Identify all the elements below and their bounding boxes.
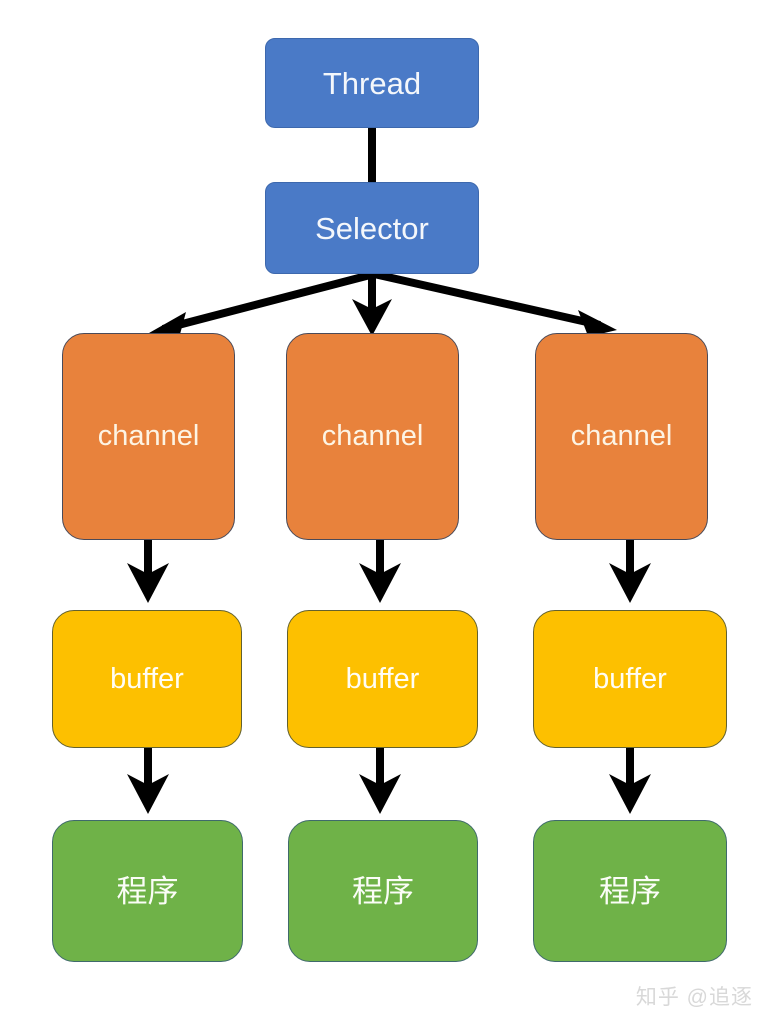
node-selector-label: Selector <box>315 210 429 246</box>
connector-buffer-2-to-program-2 <box>359 748 401 814</box>
node-program-2-label: 程序 <box>352 873 414 909</box>
node-buffer-3[interactable]: buffer <box>533 610 727 748</box>
node-channel-3[interactable]: channel <box>535 333 708 540</box>
node-buffer-1-label: buffer <box>110 662 184 695</box>
node-channel-3-label: channel <box>570 420 673 452</box>
node-program-2[interactable]: 程序 <box>288 820 478 962</box>
node-program-3[interactable]: 程序 <box>533 820 727 962</box>
connector-selector-to-channel-3 <box>373 270 617 341</box>
node-program-3-label: 程序 <box>599 873 661 909</box>
watermark: 知乎 @追逐 <box>635 986 753 1009</box>
node-buffer-2[interactable]: buffer <box>287 610 478 748</box>
node-thread[interactable]: Thread <box>265 38 479 128</box>
node-program-1[interactable]: 程序 <box>52 820 243 962</box>
connector-channel-1-to-buffer-1 <box>127 540 169 603</box>
connector-buffer-3-to-program-3 <box>609 748 651 814</box>
node-channel-2[interactable]: channel <box>286 333 459 540</box>
node-buffer-2-label: buffer <box>345 662 420 695</box>
node-buffer-3-label: buffer <box>593 662 667 695</box>
node-channel-2-label: channel <box>321 420 424 452</box>
connector-buffer-1-to-program-1 <box>127 748 169 814</box>
node-program-1-label: 程序 <box>116 873 179 909</box>
node-channel-1[interactable]: channel <box>62 333 235 540</box>
node-selector[interactable]: Selector <box>265 182 479 274</box>
node-thread-label: Thread <box>322 65 422 101</box>
connector-channel-3-to-buffer-3 <box>609 540 651 603</box>
node-channel-1-label: channel <box>97 420 200 452</box>
node-buffer-1[interactable]: buffer <box>52 610 242 748</box>
connector-channel-2-to-buffer-2 <box>359 540 401 603</box>
connector-selector-to-channel-2 <box>352 274 392 336</box>
